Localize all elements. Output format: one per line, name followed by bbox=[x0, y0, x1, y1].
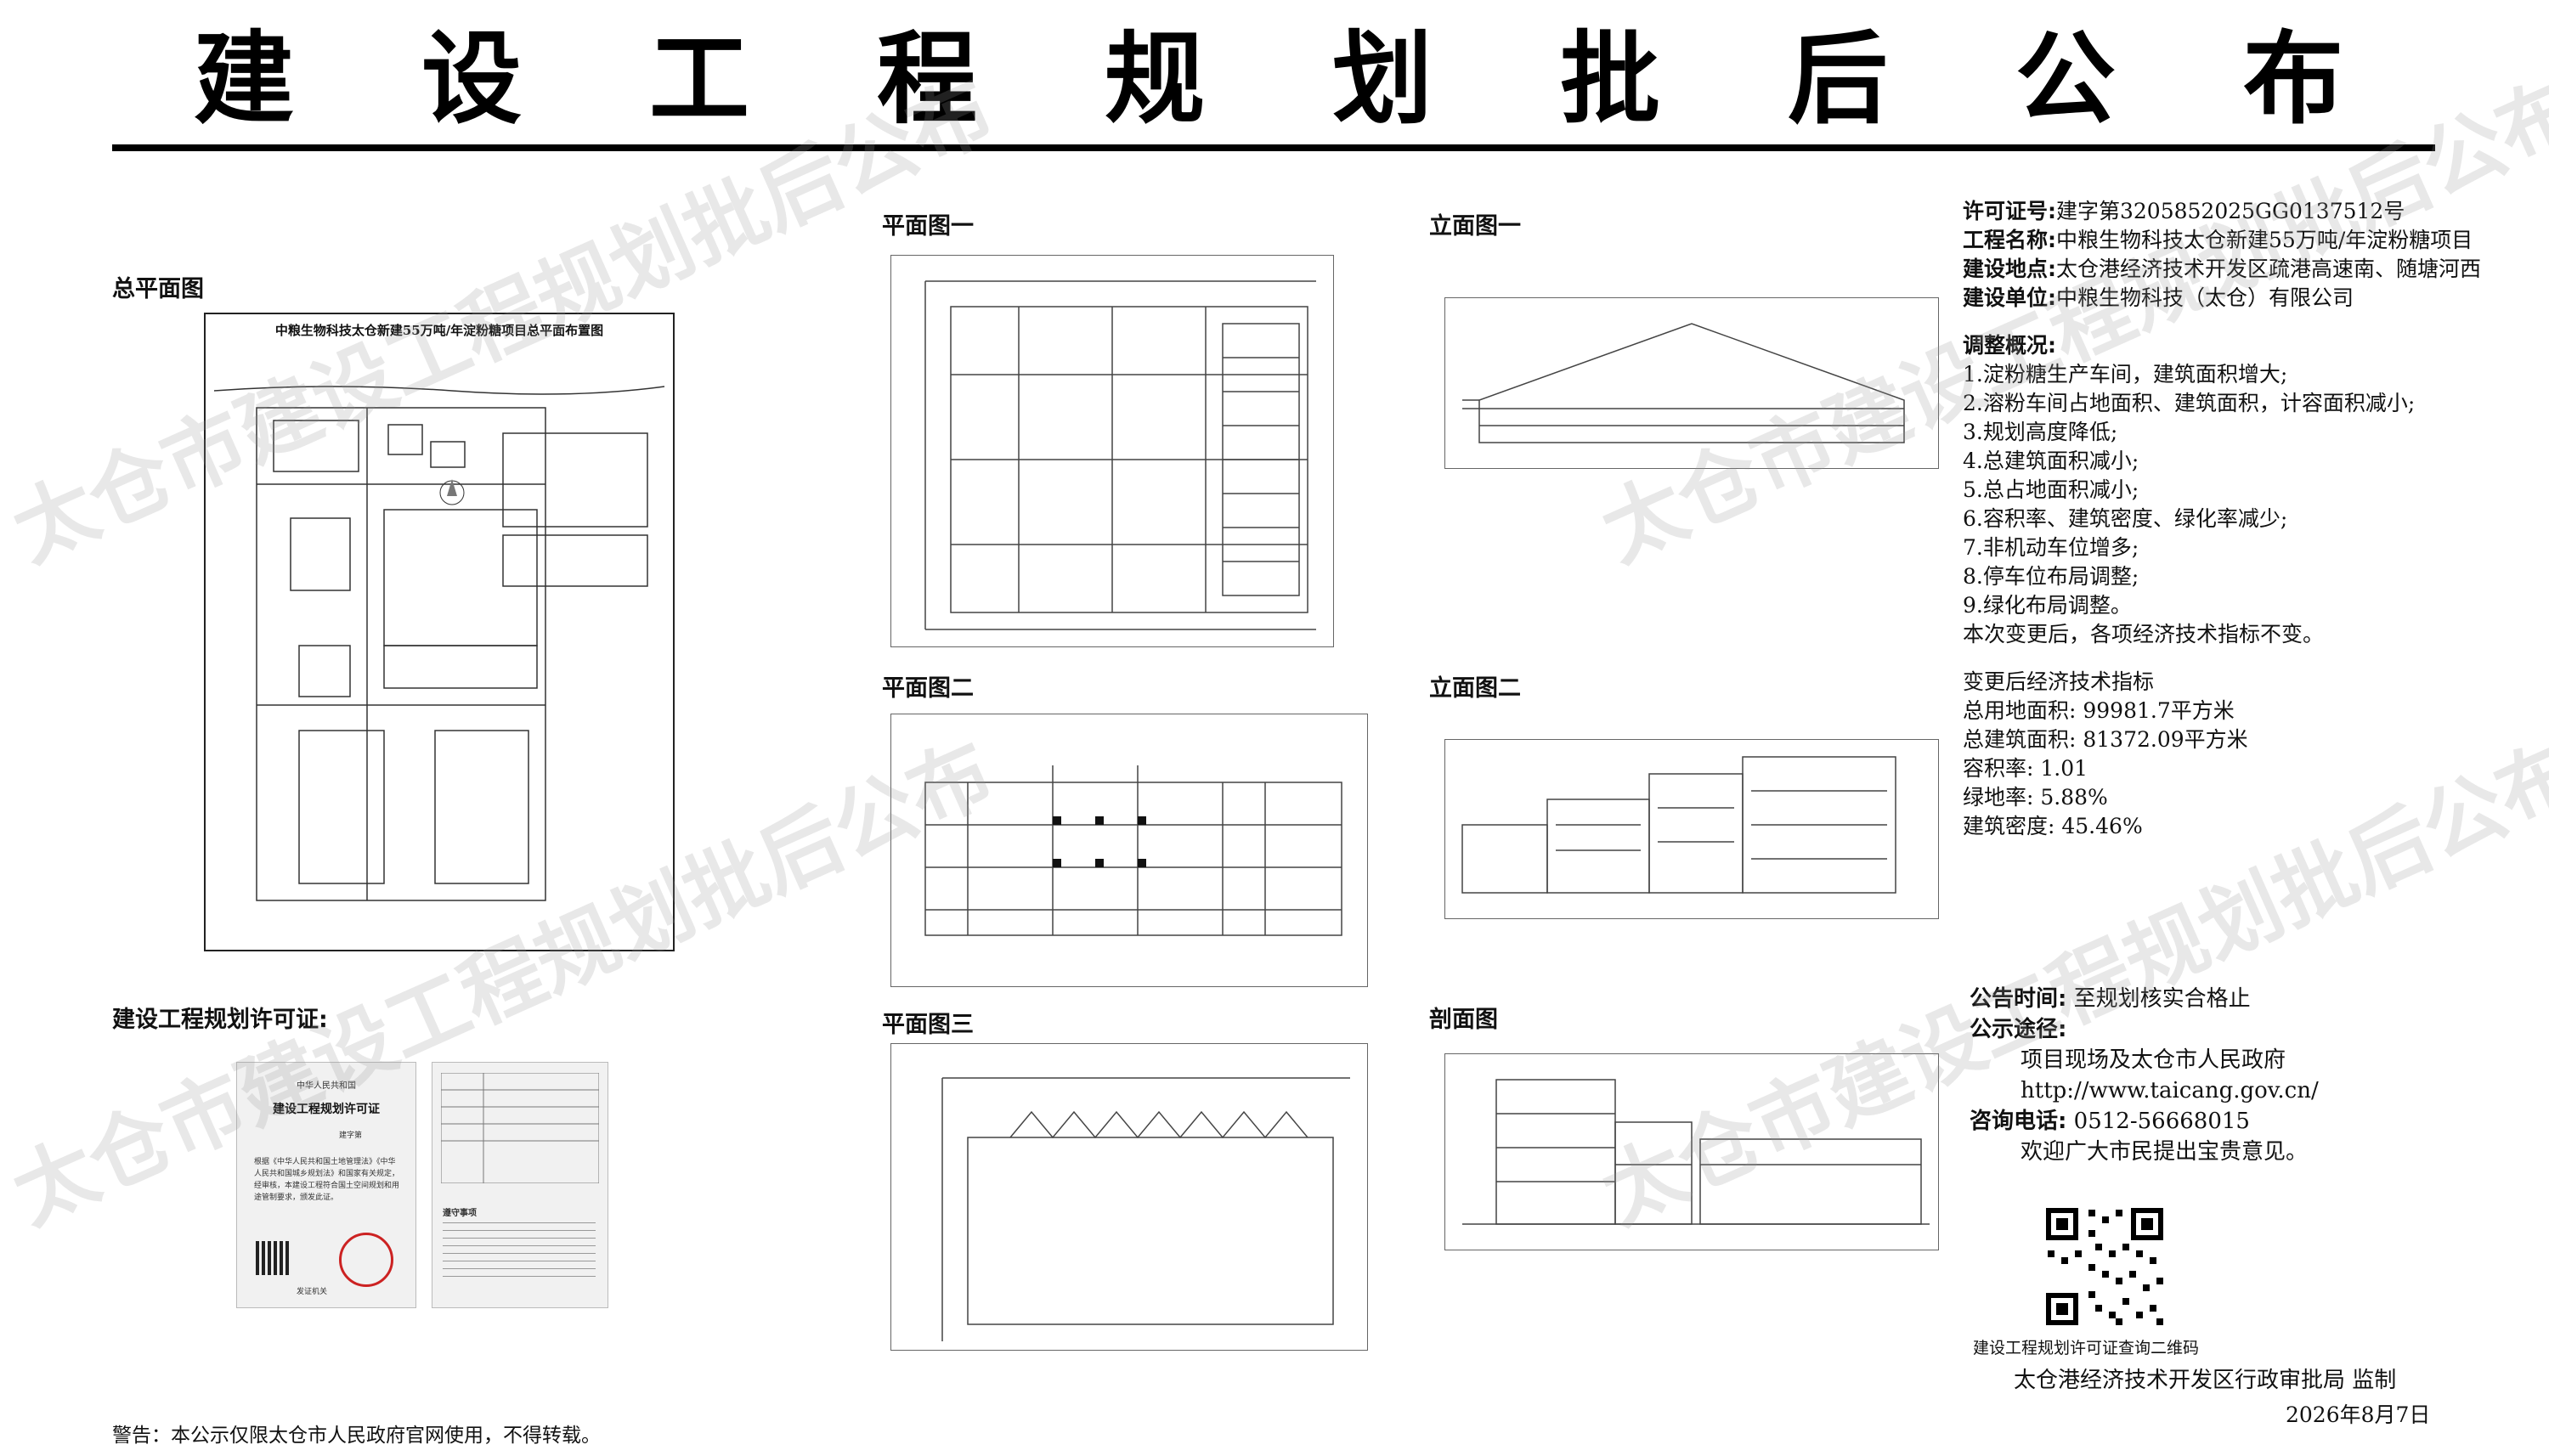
adjust-item: 6.容积率、建筑密度、绿化率减少; bbox=[1963, 506, 2288, 531]
pub-channel-value: 项目现场及太仓市人民政府 bbox=[2021, 1047, 2286, 1073]
adjust-title: 调整概况: bbox=[1963, 331, 2524, 360]
indicator-item: 绿地率: 5.88% bbox=[1963, 785, 2108, 810]
supervisor: 太仓港经济技术开发区行政审批局 监制 bbox=[2014, 1368, 2397, 1393]
project-name-value: 中粮生物科技太仓新建55万吨/年淀粉糖项目 bbox=[2056, 228, 2473, 252]
cert-issuer: 发证机关 bbox=[297, 1288, 328, 1296]
title-divider bbox=[112, 144, 2435, 151]
adjust-item: 3.规划高度降低; bbox=[1963, 420, 2118, 444]
title-char: 工 bbox=[649, 20, 750, 138]
qr-caption: 建设工程规划许可证查询二维码 bbox=[1973, 1339, 2200, 1357]
plan1-drawing bbox=[890, 255, 1334, 647]
site-plan-title: 中粮生物科技太仓新建55万吨/年淀粉糖项目总平面布置图 bbox=[274, 323, 604, 338]
unit-row: 建设单位:中粮生物科技（太仓）有限公司 bbox=[1963, 284, 2524, 313]
site-plan-svg bbox=[213, 386, 665, 901]
plan2-label: 平面图二 bbox=[882, 675, 974, 702]
cert-notice-title: 遵守事项 bbox=[443, 1209, 477, 1218]
adjust-item: 2.溶粉车间占地面积、建筑面积，计容面积减小; bbox=[1963, 391, 2416, 415]
indicator-item: 建筑密度: 45.46% bbox=[1963, 814, 2143, 838]
permit-number-row: 许可证号:建字第3205852025GG0137512号 bbox=[1963, 197, 2524, 226]
location-row: 建设地点:太仓港经济技术开发区疏港高速南、随塘河西 bbox=[1963, 255, 2524, 284]
title-char: 规 bbox=[1105, 20, 1206, 138]
pub-welcome: 欢迎广大市民提出宝贵意见。 bbox=[2021, 1139, 2309, 1165]
cert-table-svg bbox=[441, 1073, 599, 1183]
title-char: 布 bbox=[2243, 20, 2344, 138]
plan2-svg bbox=[924, 765, 1342, 936]
site-plan-label: 总平面图 bbox=[112, 276, 204, 302]
pub-channel-label-text: 公示途径: bbox=[1970, 1017, 2067, 1042]
section-label: 剖面图 bbox=[1429, 1007, 1498, 1033]
plan2-drawing bbox=[890, 714, 1368, 987]
section-svg bbox=[1462, 1079, 1930, 1225]
plan1-svg bbox=[924, 280, 1316, 630]
indicator-item: 总用地面积: 99981.7平方米 bbox=[1963, 698, 2235, 723]
unit-label: 建设单位: bbox=[1963, 285, 2056, 310]
adjust-item: 9.绿化布局调整。 bbox=[1963, 593, 2132, 618]
cert-country: 中华人民共和国 bbox=[297, 1081, 356, 1091]
site-plan-drawing: 中粮生物科技太仓新建55万吨/年淀粉糖项目总平面布置图 bbox=[204, 313, 675, 951]
cert-body: 根据《中华人民共和国土地管理法》《中华人民共和国城乡规划法》和国家有关规定，经审… bbox=[254, 1158, 400, 1202]
publish-date: 2026年8月7日 bbox=[2286, 1402, 2431, 1427]
spacer bbox=[1963, 649, 2524, 668]
qr-code-icon[interactable] bbox=[2043, 1205, 2167, 1329]
adjust-item: 7.非机动车位增多; bbox=[1963, 535, 2139, 560]
plan3-label: 平面图三 bbox=[882, 1012, 974, 1038]
adjust-item: 8.停车位布局调整; bbox=[1963, 564, 2139, 589]
cert-qr-icon bbox=[256, 1241, 290, 1275]
indicator-item: 容积率: 1.01 bbox=[1963, 756, 2088, 781]
elevation1-label: 立面图一 bbox=[1429, 213, 1521, 240]
plan3-svg bbox=[941, 1077, 1350, 1341]
elevation1-drawing bbox=[1444, 297, 1939, 469]
title-char: 批 bbox=[1560, 20, 1661, 138]
title-char: 设 bbox=[421, 20, 523, 138]
permit-certificate-back: 遵守事项 bbox=[432, 1062, 608, 1308]
project-name-label: 工程名称: bbox=[1963, 228, 2056, 252]
adjust-item: 5.总占地面积减小; bbox=[1963, 477, 2139, 502]
publication-info: 公告时间: 至规划核实合格止 公示途径: 项目现场及太仓市人民政府 http:/… bbox=[1970, 984, 2530, 1167]
page-title: 建 设 工 程 规 划 批 后 公 布 bbox=[0, 15, 2549, 143]
title-char: 建 bbox=[194, 20, 295, 138]
location-label: 建设地点: bbox=[1963, 257, 2056, 281]
qr-code-svg bbox=[2043, 1205, 2167, 1329]
adjust-item: 本次变更后，各项经济技术指标不变。 bbox=[1963, 622, 2325, 646]
elevation2-drawing bbox=[1444, 739, 1939, 919]
indicator-item: 总建筑面积: 81372.09平方米 bbox=[1963, 727, 2248, 752]
location-value: 太仓港经济技术开发区疏港高速南、随塘河西 bbox=[2056, 257, 2482, 281]
permit-certificate-front: 中华人民共和国 建设工程规划许可证 建字第 根据《中华人民共和国土地管理法》《中… bbox=[236, 1062, 416, 1308]
pub-url-link[interactable]: http://www.taicang.gov.cn/ bbox=[2021, 1078, 2319, 1103]
indicators-title: 变更后经济技术指标 bbox=[1963, 669, 2155, 694]
pub-channel-label: 公示途径: bbox=[1970, 1014, 2530, 1045]
adjust-item: 1.淀粉糖生产车间，建筑面积增大; bbox=[1963, 362, 2288, 387]
cert-notice-lines bbox=[443, 1222, 596, 1282]
permit-number-value: 建字第3205852025GG0137512号 bbox=[2056, 199, 2405, 223]
elevation1-svg bbox=[1462, 323, 1905, 443]
adjust-item: 4.总建筑面积减小; bbox=[1963, 449, 2139, 473]
plan3-drawing bbox=[890, 1043, 1368, 1351]
elevation2-label: 立面图二 bbox=[1429, 675, 1521, 702]
project-info: 许可证号:建字第3205852025GG0137512号 工程名称:中粮生物科技… bbox=[1963, 197, 2524, 841]
permit-cert-label: 建设工程规划许可证: bbox=[112, 1007, 328, 1033]
section-drawing bbox=[1444, 1053, 1939, 1250]
adjust-title-text: 调整概况: bbox=[1963, 333, 2056, 358]
title-char: 公 bbox=[2015, 20, 2117, 138]
pub-phone-value: 0512-56668015 bbox=[2073, 1109, 2250, 1134]
official-seal-icon bbox=[339, 1233, 393, 1287]
title-char: 后 bbox=[1788, 20, 1889, 138]
plan1-label: 平面图一 bbox=[882, 213, 974, 240]
pub-phone-row: 咨询电话: 0512-56668015 bbox=[1970, 1106, 2530, 1137]
pub-time-row: 公告时间: 至规划核实合格止 bbox=[1970, 984, 2530, 1014]
elevation2-svg bbox=[1461, 756, 1896, 894]
title-char: 划 bbox=[1332, 20, 1433, 138]
pub-phone-label: 咨询电话: bbox=[1970, 1109, 2067, 1134]
cert-number: 建字第 bbox=[339, 1132, 363, 1140]
title-char: 程 bbox=[877, 20, 978, 138]
project-name-row: 工程名称:中粮生物科技太仓新建55万吨/年淀粉糖项目 bbox=[1963, 226, 2524, 255]
pub-time-value: 至规划核实合格止 bbox=[2073, 986, 2251, 1012]
pub-time-label: 公告时间: bbox=[1970, 986, 2067, 1012]
cert-name: 建设工程规划许可证 bbox=[273, 1103, 380, 1116]
footer-warning: 警告：本公示仅限太仓市人民政府官网使用，不得转载。 bbox=[112, 1425, 601, 1447]
unit-value: 中粮生物科技（太仓）有限公司 bbox=[2056, 285, 2354, 310]
permit-number-label: 许可证号: bbox=[1963, 199, 2056, 223]
